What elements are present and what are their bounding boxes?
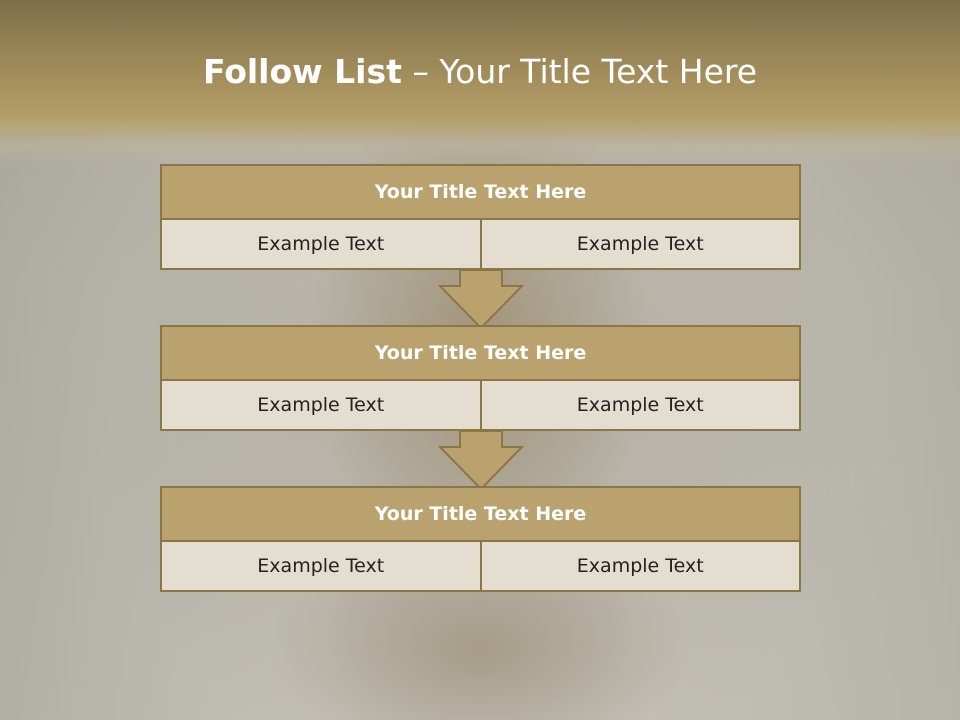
- block-row: Example Text Example Text: [160, 542, 801, 592]
- down-arrow-icon: [438, 270, 524, 330]
- block-title: Your Title Text Here: [160, 164, 801, 220]
- block-title: Your Title Text Here: [160, 486, 801, 542]
- list-block-1: Your Title Text Here Example Text Exampl…: [160, 164, 801, 270]
- slide-title-strong: Follow List: [202, 52, 402, 91]
- block-cell-left: Example Text: [162, 542, 480, 590]
- list-block-2: Your Title Text Here Example Text Exampl…: [160, 325, 801, 431]
- block-cell-right: Example Text: [479, 542, 799, 590]
- block-cell-right: Example Text: [479, 381, 799, 429]
- down-arrow-icon: [438, 431, 524, 491]
- block-cell-left: Example Text: [162, 220, 480, 268]
- block-cell-left: Example Text: [162, 381, 480, 429]
- slide-title: Follow List – Your Title Text Here: [0, 52, 960, 91]
- block-title: Your Title Text Here: [160, 325, 801, 381]
- slide-title-rest: – Your Title Text Here: [401, 52, 758, 91]
- block-row: Example Text Example Text: [160, 381, 801, 431]
- block-cell-right: Example Text: [479, 220, 799, 268]
- header-band: [0, 0, 960, 165]
- list-block-3: Your Title Text Here Example Text Exampl…: [160, 486, 801, 592]
- block-row: Example Text Example Text: [160, 220, 801, 270]
